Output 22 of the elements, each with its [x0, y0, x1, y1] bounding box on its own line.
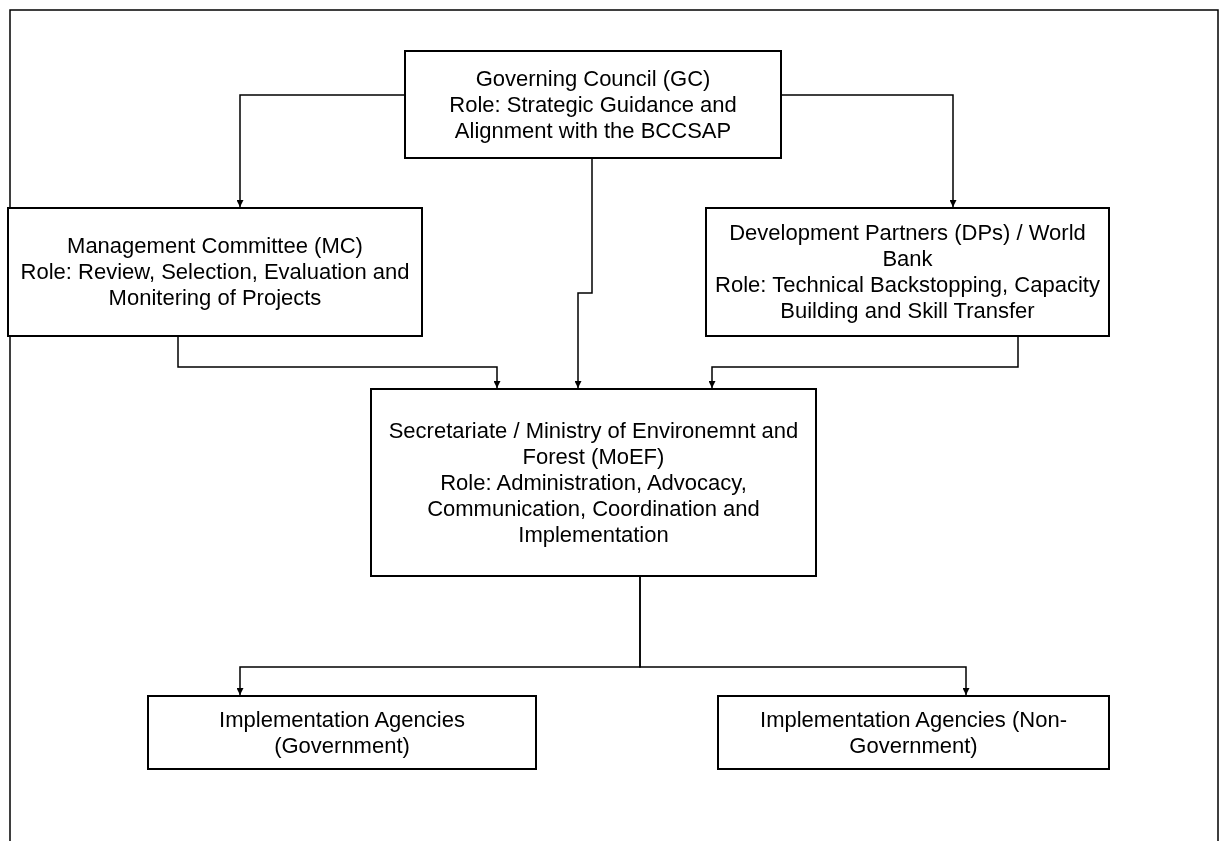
role-text: Role: Technical Backstopping, Capacity Building and Skill Transfer [715, 272, 1100, 324]
role-text: Role: Review, Selection, Evaluation and Monitering of Projects [19, 259, 411, 311]
box-title: Implementation Agencies (Non-Government) [759, 706, 1068, 759]
arrow [781, 94, 957, 208]
org-box [147, 695, 537, 770]
role-text: Role: Strategic Guidance and Alignment with the BCCSAP [448, 91, 738, 144]
org-box [370, 388, 817, 577]
org-box [7, 207, 423, 337]
arrow [574, 158, 593, 389]
role-text: Role: Administration, Advocacy, Communication, Coordination and Implementation [426, 469, 761, 548]
org-box [717, 695, 1110, 770]
org-box [404, 50, 782, 159]
box-title: Governing Council (GC) [475, 65, 711, 92]
org-box [705, 207, 1110, 337]
arrow [639, 576, 970, 696]
box-title: Implementation Agencies (Government) [218, 706, 466, 759]
box-title: Secretariate / Ministry of Environemnt and Forest (MoEF) [387, 417, 800, 470]
arrow [236, 94, 405, 208]
box-title: Development Partners (DPs) / World Bank [728, 220, 1087, 272]
arrow [708, 336, 1019, 389]
arrow [177, 336, 501, 389]
box-title: Management Committee (MC) [67, 233, 363, 259]
